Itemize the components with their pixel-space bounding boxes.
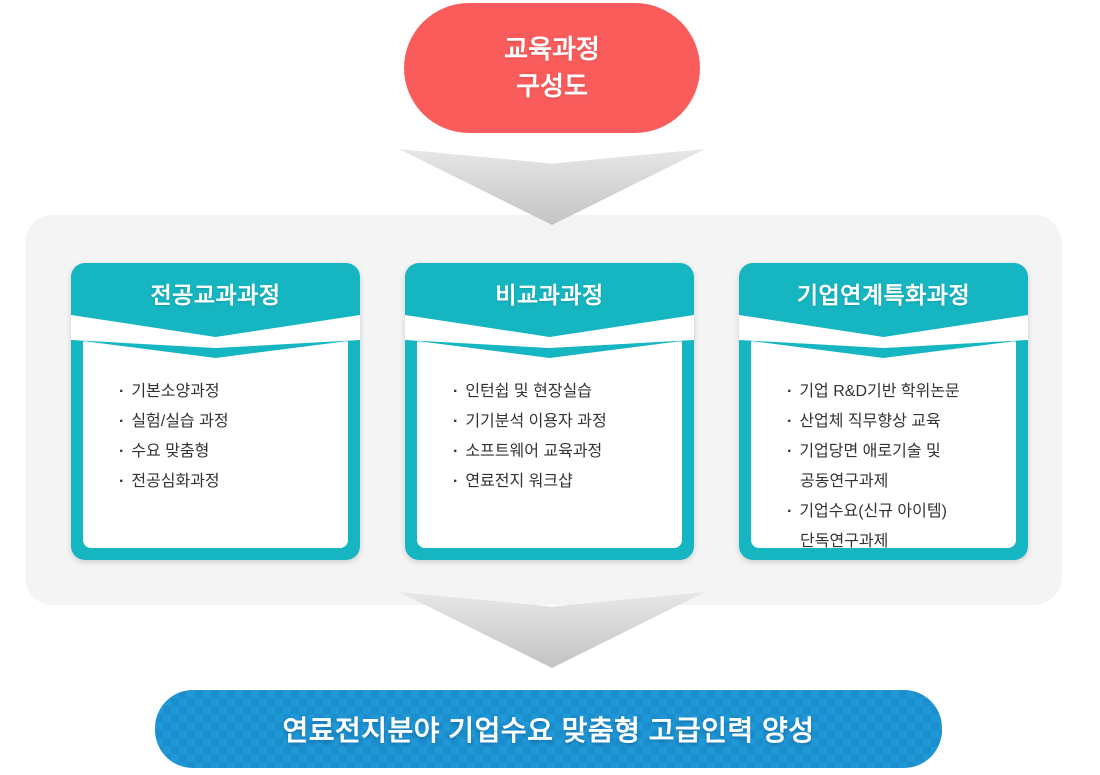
list-item-continuation: 공동연구과제: [787, 467, 1008, 497]
bullet-icon: ·: [787, 383, 793, 400]
card-body: · 기업 R&D기반 학위논문 · 산업체 직무향상 교육 · 기업당면 애로기술 및…: [751, 341, 1016, 548]
card-title: 비교과과정: [495, 282, 604, 308]
list-item-text: 기기분석 이용자 과정: [465, 413, 607, 430]
bullet-icon: ·: [787, 413, 793, 430]
list-item-continuation: 단독연구과제: [787, 527, 1008, 550]
bullet-icon: ·: [453, 473, 459, 490]
list-item-text: 공동연구과제: [800, 473, 889, 490]
card-industry-linked: 기업연계특화과정 · 기업 R&D기반 학위논문 · 산업체 직무향상 교육 · 기업…: [739, 263, 1028, 560]
list-item-text: 기업 R&D기반 학위논문: [799, 383, 960, 400]
diagram-title-line2: 구성도: [516, 71, 588, 101]
card-title: 기업연계특화과정: [796, 282, 971, 308]
list-item: · 기업수요(신규 아이템): [787, 497, 1008, 527]
arrow-down-icon: [399, 148, 705, 226]
bullet-icon: ·: [119, 413, 125, 430]
list-item-text: 소프트웨어 교육과정: [465, 443, 603, 460]
list-item-text: 단독연구과제: [800, 533, 889, 550]
bullet-icon: ·: [787, 443, 793, 460]
list-item: · 기본소양과정: [119, 377, 340, 407]
list-item-text: 기본소양과정: [131, 383, 220, 400]
list-item: · 전공심화과정: [119, 467, 340, 497]
goal-banner-label: 연료전지분야 기업수요 맞춤형 고급인력 양성: [282, 715, 815, 746]
list-item: · 실험/실습 과정: [119, 407, 340, 437]
bullet-icon: ·: [119, 473, 125, 490]
bullet-icon: ·: [453, 383, 459, 400]
list-item: · 수요 맞춤형: [119, 437, 340, 467]
course-list: · 기업 R&D기반 학위논문 · 산업체 직무향상 교육 · 기업당면 애로기술 및…: [751, 341, 1016, 550]
list-item-text: 인턴쉽 및 현장실습: [465, 383, 592, 400]
bullet-icon: ·: [119, 443, 125, 460]
card-title: 전공교과과정: [150, 282, 281, 308]
ribbon-notch-shape: [405, 315, 694, 348]
list-item-text: 기업당면 애로기술 및: [799, 443, 941, 460]
bullet-icon: ·: [453, 443, 459, 460]
arrow-down-icon: [399, 591, 705, 669]
list-item: · 연료전지 워크샵: [453, 467, 674, 497]
diagram-title-line1: 교육과정: [504, 34, 600, 64]
course-list: · 기본소양과정 · 실험/실습 과정 · 수요 맞춤형 · 전공심화과정: [83, 341, 348, 497]
card-major-curriculum: 전공교과과정 · 기본소양과정 · 실험/실습 과정 · 수요 맞춤형 · 전공심화과정: [71, 263, 360, 560]
list-item-text: 연료전지 워크샵: [465, 473, 573, 490]
list-item: · 인턴쉽 및 현장실습: [453, 377, 674, 407]
ribbon-notch-shape: [71, 315, 360, 348]
course-list: · 인턴쉽 및 현장실습 · 기기분석 이용자 과정 · 소프트웨어 교육과정 · 연료…: [417, 341, 682, 497]
list-item: · 산업체 직무향상 교육: [787, 407, 1008, 437]
list-item-text: 기업수요(신규 아이템): [799, 503, 947, 520]
bullet-icon: ·: [453, 413, 459, 430]
diagram-title-node: 교육과정 구성도: [404, 3, 700, 133]
list-item: · 기기분석 이용자 과정: [453, 407, 674, 437]
list-item-text: 산업체 직무향상 교육: [799, 413, 941, 430]
goal-banner: 연료전지분야 기업수요 맞춤형 고급인력 양성: [155, 690, 942, 768]
list-item-text: 수요 맞춤형: [131, 443, 210, 460]
card-extracurricular: 비교과과정 · 인턴쉽 및 현장실습 · 기기분석 이용자 과정 · 소프트웨어 교육…: [405, 263, 694, 560]
bullet-icon: ·: [119, 383, 125, 400]
list-item: · 기업당면 애로기술 및: [787, 437, 1008, 467]
bullet-icon: ·: [787, 503, 793, 520]
list-item-text: 실험/실습 과정: [131, 413, 229, 430]
ribbon-notch-shape: [739, 315, 1028, 348]
list-item-text: 전공심화과정: [131, 473, 220, 490]
list-item: · 기업 R&D기반 학위논문: [787, 377, 1008, 407]
card-body: · 기본소양과정 · 실험/실습 과정 · 수요 맞춤형 · 전공심화과정: [83, 341, 348, 548]
card-body: · 인턴쉽 및 현장실습 · 기기분석 이용자 과정 · 소프트웨어 교육과정 · 연료…: [417, 341, 682, 548]
list-item: · 소프트웨어 교육과정: [453, 437, 674, 467]
